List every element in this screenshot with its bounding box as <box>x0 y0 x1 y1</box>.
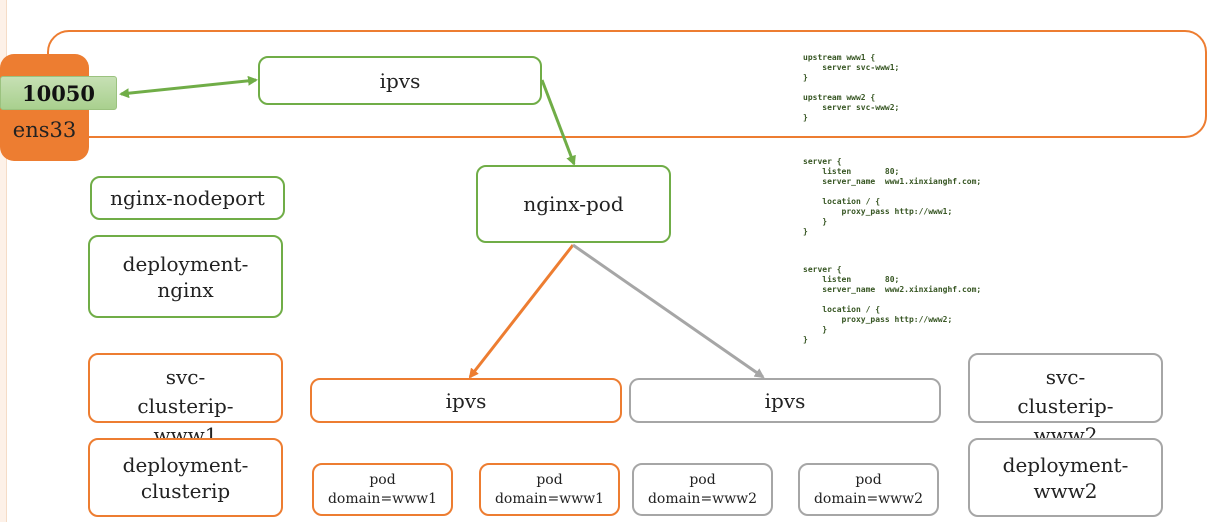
svc-clusterip-www1-line1: svc- <box>165 365 206 389</box>
deployment-nginx[interactable]: deployment- nginx <box>88 235 283 318</box>
page-edge <box>0 0 7 522</box>
interface-label: ens33 <box>12 118 77 142</box>
pod-www1-a-line1: pod <box>369 471 396 488</box>
deployment-www2[interactable]: deployment- www2 <box>968 438 1163 517</box>
pod-www2-b-line1: pod <box>855 471 882 488</box>
arrow-nginx-to-ipvs-www2 <box>572 243 765 379</box>
arrow-nginx-to-ipvs-www1 <box>468 244 575 379</box>
deployment-nginx-line2: nginx <box>157 277 214 302</box>
deployment-nginx-line1: deployment- <box>122 251 249 276</box>
pod-www1-b-line1: pod <box>536 471 563 488</box>
arrow-ipvs-to-nginx-pod <box>540 79 576 166</box>
deployment-clusterip[interactable]: deployment- clusterip <box>88 438 283 517</box>
pod-www2-a-line1: pod <box>689 471 716 488</box>
pod-www2-a[interactable]: pod domain=www2 <box>632 463 773 516</box>
svc-clusterip-www1-line2: clusterip- <box>137 394 234 418</box>
deployment-clusterip-line2: clusterip <box>140 478 231 503</box>
deployment-clusterip-line1: deployment- <box>122 452 249 477</box>
nginx-nodeport[interactable]: nginx-nodeport <box>90 176 285 220</box>
svc-clusterip-www1[interactable]: svc- clusterip- www1 <box>88 353 283 447</box>
pod-www1-a-line2: domain=www1 <box>327 490 438 507</box>
svc-clusterip-www2-line1: svc- <box>1045 365 1086 389</box>
ipvs-top[interactable]: ipvs <box>258 56 542 105</box>
deployment-www2-line2: www2 <box>1033 478 1098 503</box>
svc-clusterip-www2-line2: clusterip- <box>1017 394 1114 418</box>
ipvs-www2[interactable]: ipvs <box>629 378 941 423</box>
pod-www1-b[interactable]: pod domain=www1 <box>479 463 620 516</box>
nginx-pod-label: nginx-pod <box>523 192 624 216</box>
nginx-pod[interactable]: nginx-pod <box>476 165 671 243</box>
pod-www1-b-line2: domain=www1 <box>494 490 605 507</box>
deployment-nginx-label: deployment- nginx <box>123 251 249 303</box>
ipvs-www2-label: ipvs <box>764 388 806 413</box>
ipvs-www1[interactable]: ipvs <box>310 378 622 423</box>
ipvs-top-label: ipvs <box>379 68 421 93</box>
pod-www2-a-line2: domain=www2 <box>647 490 758 507</box>
ipvs-www1-label: ipvs <box>445 388 487 413</box>
pod-www2-a-label: pod domain=www2 <box>648 471 757 509</box>
node-port-label: 10050 <box>0 76 117 110</box>
arrow-port-to-ipvs <box>119 75 258 99</box>
upstream-config: upstream www1 { server svc-www1; } upstr… <box>803 53 900 122</box>
pod-www1-b-label: pod domain=www1 <box>495 471 604 509</box>
pod-www1-a-label: pod domain=www1 <box>328 471 437 509</box>
pod-www1-a[interactable]: pod domain=www1 <box>312 463 453 516</box>
server-config-www1: server { listen 80; server_name www1.xin… <box>803 157 982 236</box>
deployment-www2-line1: deployment- <box>1002 452 1129 477</box>
server-config-www2: server { listen 80; server_name www2.xin… <box>803 265 982 344</box>
pod-www2-b-line2: domain=www2 <box>813 490 924 507</box>
nginx-nodeport-label: nginx-nodeport <box>110 186 265 210</box>
deployment-clusterip-label: deployment- clusterip <box>123 452 249 504</box>
pod-www2-b[interactable]: pod domain=www2 <box>798 463 939 516</box>
pod-www2-b-label: pod domain=www2 <box>814 471 923 509</box>
deployment-www2-label: deployment- www2 <box>1003 452 1129 504</box>
